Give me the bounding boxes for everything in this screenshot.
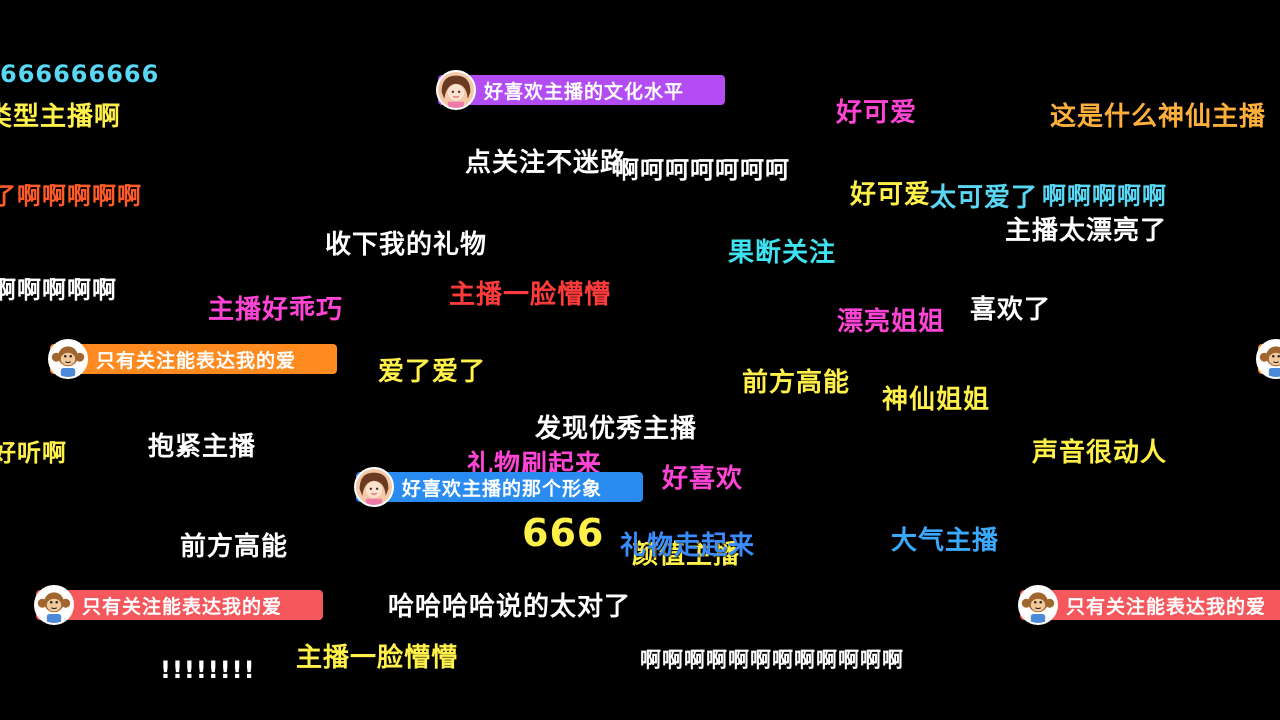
danmaku-comment: 主播好乖巧 [208, 295, 344, 325]
girl-avatar-icon [354, 467, 394, 507]
monkey-avatar-icon [48, 339, 88, 379]
danmaku-comment: 好可爱 [836, 98, 918, 128]
danmaku-comment: 主播一脸懵懵 [449, 280, 612, 310]
monkey-avatar-icon [1018, 585, 1058, 625]
monkey-avatar-icon [1256, 339, 1280, 379]
danmaku-comment: 点关注不迷路 [465, 148, 628, 178]
badge-text: 只有关注能表达我的爱 [1066, 595, 1267, 618]
badge-text: 只有关注能表达我的爱 [82, 595, 283, 618]
danmaku-comment: 神仙姐姐 [882, 385, 991, 415]
danmaku-comment: 前方高能 [180, 532, 289, 562]
danmaku-comment: 收下我的礼物 [325, 230, 488, 260]
danmaku-comment: 好可爱 [850, 180, 932, 210]
danmaku-comment: 声音很动人 [1032, 438, 1168, 468]
danmaku-comment: 啊呵呵呵呵呵呵 [615, 156, 790, 184]
danmaku-comment: 666666666 [0, 60, 160, 88]
badge-text: 好喜欢主播的那个形象 [402, 477, 603, 500]
danmaku-comment: 了啊啊啊啊啊 [0, 182, 142, 210]
danmaku-comment: 主播太漂亮了 [1005, 216, 1168, 246]
gift-badge-comment [1256, 339, 1280, 379]
danmaku-comment: 发现优秀主播 [535, 414, 698, 444]
danmaku-comment: 666 [522, 511, 605, 555]
danmaku-comment: 啊啊啊啊啊 [1042, 182, 1167, 210]
badge-text: 只有关注能表达我的爱 [96, 349, 297, 372]
danmaku-comment: 果断关注 [728, 238, 837, 268]
gift-badge-comment: 只有关注能表达我的爱 [34, 585, 323, 625]
danmaku-comment: 前方高能 [742, 368, 851, 398]
gift-badge-comment: 只有关注能表达我的爱 [48, 339, 337, 379]
danmaku-comment: 主播一脸懵懵 [296, 643, 459, 673]
danmaku-comment: 喜欢了 [970, 295, 1052, 325]
danmaku-comment: 颜值主播 [632, 540, 741, 570]
danmaku-comment: 礼物走起来 [620, 531, 756, 561]
gift-badge-comment: 好喜欢主播的文化水平 [436, 70, 725, 110]
danmaku-comment: 哈哈哈哈说的太对了 [388, 592, 632, 622]
gift-badge-comment: 好喜欢主播的那个形象 [354, 467, 643, 507]
danmaku-comment: 好听啊 [0, 439, 67, 467]
danmaku-comment: 漂亮姐姐 [837, 307, 946, 337]
danmaku-comment: 好喜欢 [662, 464, 744, 494]
danmaku-comment: 太可爱了 [930, 183, 1039, 213]
danmaku-comment: !!!!!!!! [160, 656, 256, 684]
danmaku-comment: 啊啊啊啊啊 [0, 276, 117, 304]
gift-badge-comment: 只有关注能表达我的爱 [1018, 585, 1280, 625]
danmaku-comment: 类型主播啊 [0, 102, 122, 132]
badge-text: 好喜欢主播的文化水平 [484, 80, 685, 103]
danmaku-comment: 抱紧主播 [148, 432, 257, 462]
monkey-avatar-icon [34, 585, 74, 625]
danmaku-comment: 这是什么神仙主播 [1050, 102, 1267, 132]
danmaku-comment: 大气主播 [891, 526, 1000, 556]
danmaku-comment: 爱了爱了 [378, 357, 487, 387]
girl-avatar-icon [436, 70, 476, 110]
danmaku-comment: 啊啊啊啊啊啊啊啊啊啊啊啊 [640, 648, 904, 672]
